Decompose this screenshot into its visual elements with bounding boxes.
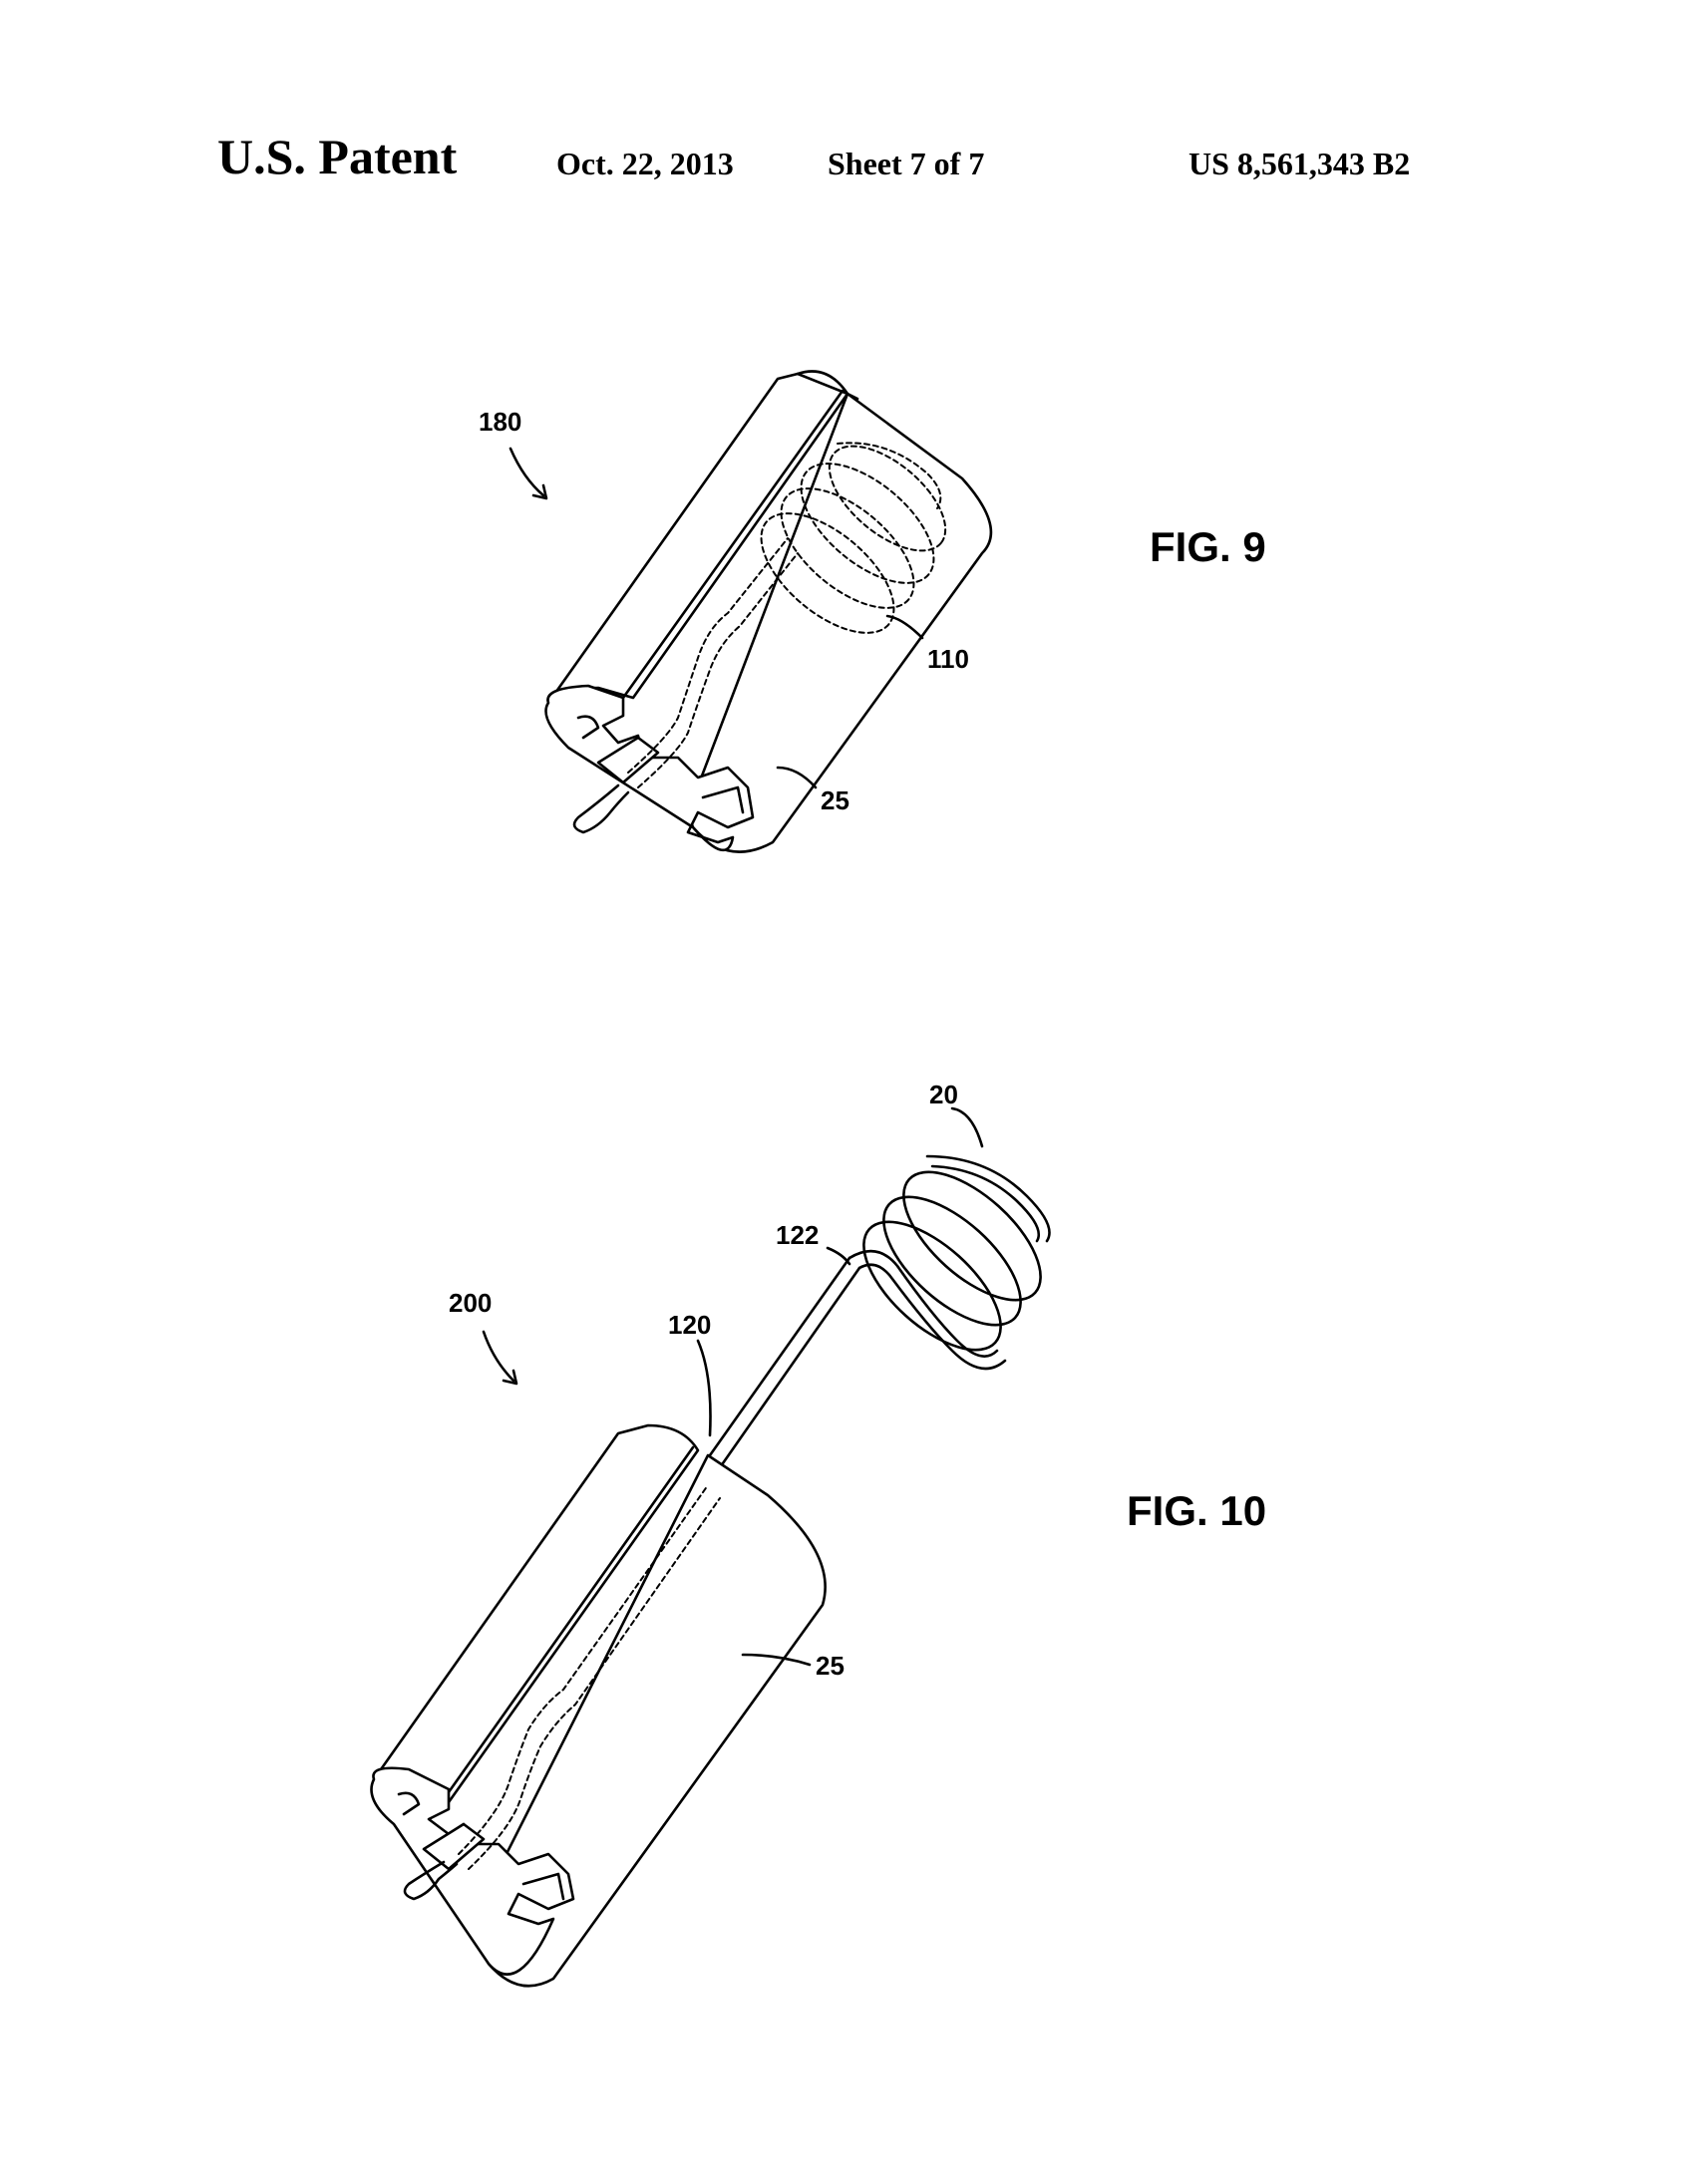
fig9-label-110: 110	[927, 644, 969, 674]
patent-title: U.S. Patent	[217, 129, 458, 184]
fig10-label-20: 20	[929, 1080, 958, 1109]
figure-9-drawing	[544, 370, 993, 853]
fig10-caption: FIG. 10	[1127, 1487, 1266, 1534]
fig9-label-180: 180	[479, 407, 521, 437]
fig10-label-200: 200	[449, 1288, 492, 1318]
fig10-label-25: 25	[816, 1651, 845, 1681]
patent-number: US 8,561,343 B2	[1188, 146, 1411, 181]
figure-10-drawing	[370, 1154, 1051, 1988]
fig10-leader-122	[826, 1246, 851, 1266]
fig10-leader-120	[696, 1339, 712, 1437]
fig10-leader-20	[950, 1106, 984, 1148]
fig10-arrow-200	[482, 1330, 515, 1383]
fig9-leader-25	[776, 766, 818, 789]
fig10-label-120: 120	[668, 1310, 711, 1340]
fig9-label-25: 25	[821, 785, 849, 815]
fig10-leader-25	[741, 1653, 812, 1667]
fig9-leader-110	[885, 614, 924, 640]
fig9-caption: FIG. 9	[1150, 523, 1266, 570]
fig9-arrow-180	[508, 447, 545, 497]
fig10-label-122: 122	[776, 1220, 819, 1250]
sheet-number: Sheet 7 of 7	[828, 146, 985, 181]
patent-date: Oct. 22, 2013	[556, 146, 734, 181]
